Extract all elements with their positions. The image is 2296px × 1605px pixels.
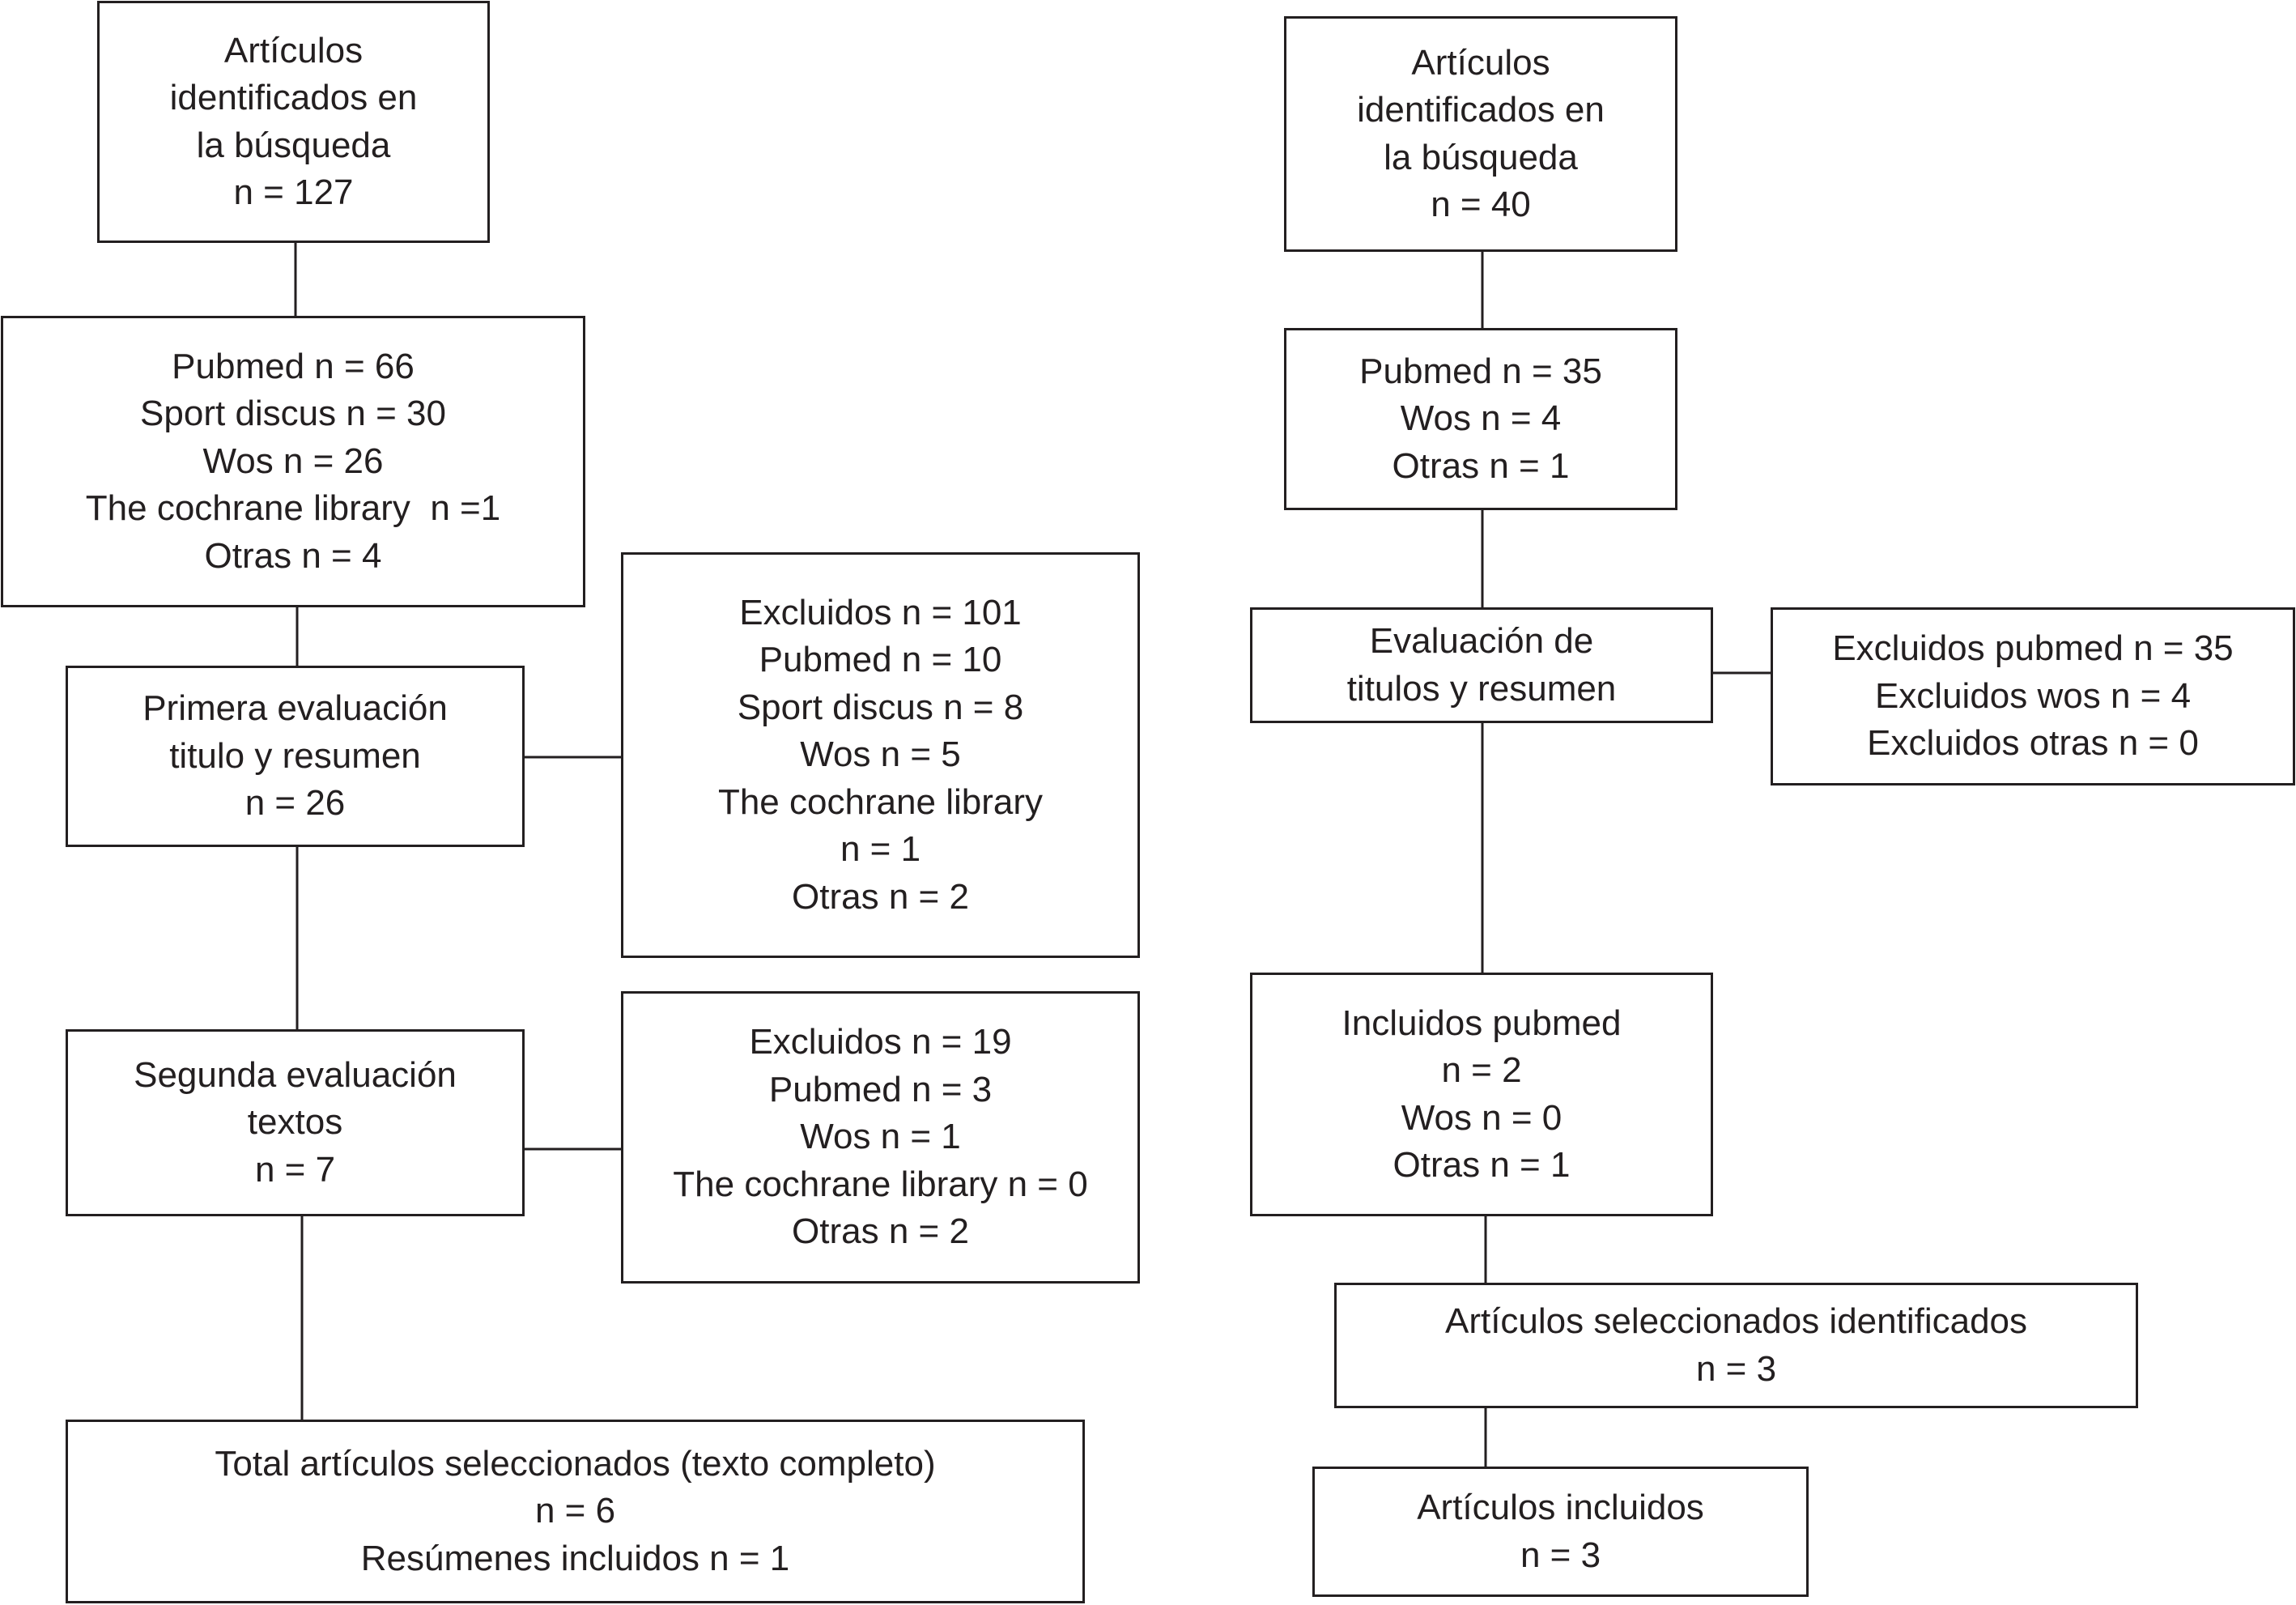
left-excluded-1-line: Otras n = 2	[792, 876, 969, 917]
left-first-eval-line: Primera evaluación	[142, 688, 448, 729]
left-excluded-1-line: Pubmed n = 10	[759, 640, 1002, 680]
left-excluded-1-line: Wos n = 5	[800, 734, 961, 775]
left-first-eval-line: titulo y resumen	[169, 735, 421, 776]
left-total-line: n = 6	[534, 1491, 616, 1531]
left-excluded-1-box: Excluidos n = 101 Pubmed n = 10 Sport di…	[621, 552, 1140, 958]
left-first-eval-box: Primera evaluación titulo y resumen n = …	[66, 666, 525, 847]
left-second-eval-line: textos	[247, 1102, 343, 1143]
right-final-line: n = 3	[1520, 1535, 1601, 1575]
left-excluded-2-box: Excluidos n = 19 Pubmed n = 3 Wos n = 1 …	[621, 991, 1140, 1284]
right-excluded-line: Excluidos otras n = 0	[1867, 723, 2199, 764]
left-second-eval-line: n = 7	[254, 1149, 336, 1190]
right-sources-box: Pubmed n = 35 Wos n = 4 Otras n = 1	[1284, 328, 1677, 510]
right-included-line: Incluidos pubmed	[1341, 1003, 1622, 1043]
right-final-box: Artículos incluidos n = 3	[1312, 1467, 1809, 1597]
left-excluded-2-line: The cochrane library n = 0	[673, 1164, 1088, 1204]
right-eval-line: titulos y resumen	[1346, 668, 1617, 709]
right-identified-line: la búsqueda	[1384, 137, 1578, 177]
right-sources-line: Otras n = 1	[1392, 445, 1570, 486]
left-identified-box: Artículos identificados en la búsqueda n…	[97, 1, 490, 243]
right-identified-line: n = 40	[1431, 185, 1531, 224]
left-total-line: Resúmenes incluidos n = 1	[360, 1538, 790, 1578]
right-sources-line: Pubmed n = 35	[1359, 351, 1602, 391]
left-total-line: Total artículos seleccionados (texto com…	[215, 1443, 936, 1484]
left-identified-line: Artículos	[223, 30, 364, 70]
left-excluded-2-line: Wos n = 1	[800, 1117, 961, 1157]
left-identified-line: identificados en	[169, 78, 418, 117]
left-excluded-1-line: Sport discus n = 8	[737, 687, 1024, 727]
left-sources-line: The cochrane library n =1	[85, 488, 501, 529]
right-selected-line: Artículos seleccionados identificados	[1444, 1301, 2028, 1341]
left-excluded-1-line: The cochrane library	[717, 781, 1044, 822]
left-sources-line: Otras n = 4	[204, 535, 382, 576]
left-identified-line: la búsqueda	[196, 125, 391, 165]
left-total-box: Total artículos seleccionados (texto com…	[66, 1420, 1085, 1603]
right-selected-line: n = 3	[1695, 1348, 1777, 1389]
right-selected-box: Artículos seleccionados identificados n …	[1334, 1283, 2138, 1408]
left-first-eval-line: n = 26	[244, 783, 346, 824]
right-included-line: Otras n = 1	[1392, 1145, 1571, 1185]
right-excluded-line: Excluidos pubmed n = 35	[1832, 628, 2234, 669]
right-included-line: Wos n = 0	[1401, 1097, 1563, 1138]
left-sources-box: Pubmed n = 66 Sport discus n = 30 Wos n …	[1, 316, 585, 607]
right-identified-line: identificados en	[1357, 90, 1605, 130]
right-identified-line: Artículos	[1411, 42, 1550, 83]
left-excluded-2-line: Excluidos n = 19	[749, 1022, 1012, 1062]
right-included-box: Incluidos pubmed n = 2 Wos n = 0 Otras n…	[1250, 973, 1713, 1216]
right-sources-line: Wos n = 4	[1400, 398, 1562, 439]
left-identified-line: n = 127	[233, 172, 354, 212]
left-excluded-2-line: Otras n = 2	[792, 1211, 969, 1252]
right-excluded-line: Excluidos wos n = 4	[1874, 675, 2192, 716]
right-identified-box: Artículos identificados en la búsqueda n…	[1284, 16, 1677, 252]
left-second-eval-line: Segunda evaluación	[134, 1054, 457, 1095]
left-excluded-1-line: n = 1	[840, 829, 921, 870]
left-excluded-1-line: Excluidos n = 101	[739, 592, 1022, 632]
right-eval-line: Evaluación de	[1369, 621, 1594, 661]
right-excluded-box: Excluidos pubmed n = 35 Excluidos wos n …	[1771, 607, 2295, 785]
right-final-line: Artículos incluidos	[1417, 1488, 1704, 1527]
left-excluded-2-line: Pubmed n = 3	[768, 1069, 993, 1109]
right-eval-box: Evaluación de titulos y resumen	[1250, 607, 1713, 723]
left-second-eval-box: Segunda evaluación textos n = 7	[66, 1029, 525, 1216]
right-included-line: n = 2	[1441, 1050, 1522, 1090]
left-sources-line: Sport discus n = 30	[140, 394, 446, 434]
left-sources-line: Pubmed n = 66	[172, 346, 415, 386]
left-sources-line: Wos n = 26	[202, 441, 384, 481]
